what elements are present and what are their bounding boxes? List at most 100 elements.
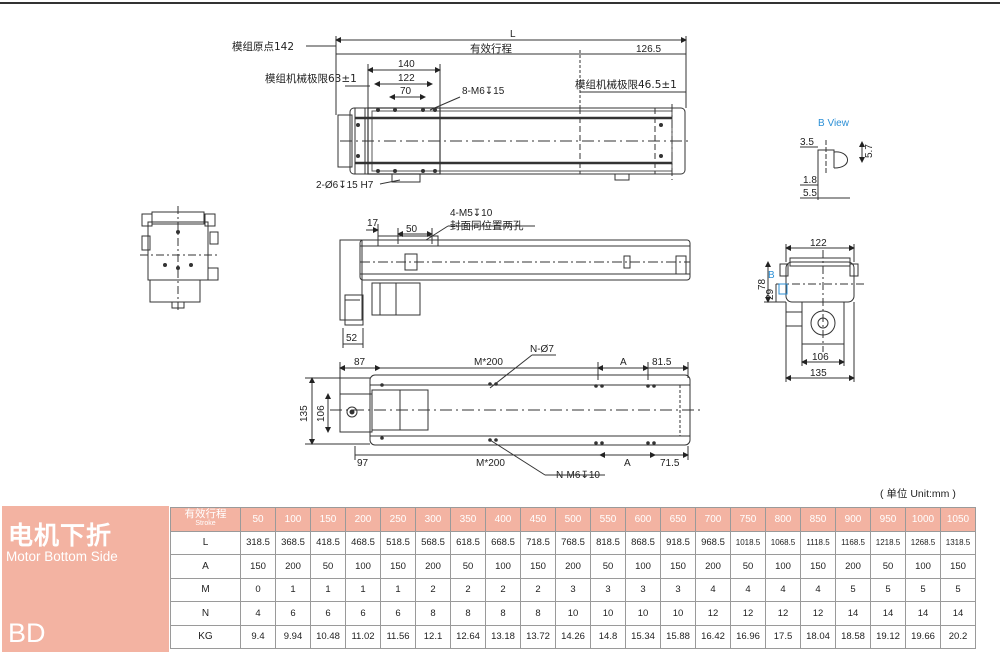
table-cell: 10 [590,601,626,626]
table-cell: 5 [835,577,871,602]
table-cell: 200 [695,554,731,579]
label-78: 78 [757,278,768,290]
bottom-view [330,374,700,446]
table-cell: 19.12 [870,624,906,649]
b-view-detail [817,140,848,175]
stroke-cell: 900 [835,507,871,532]
end-view-right [776,250,866,352]
table-cell: 15.88 [660,624,696,649]
label-effective-stroke: 有效行程 [470,42,512,55]
table-cell: 768.5 [555,530,591,555]
table-cell: 4 [765,577,801,602]
row-label: KG [170,624,241,649]
label-140: 140 [398,59,415,70]
table-cell: 200 [275,554,311,579]
table-cell: 50 [870,554,906,579]
table-cell: 8 [415,601,451,626]
table-cell: 100 [765,554,801,579]
table-cell: 618.5 [450,530,486,555]
drawing-labels: L 有效行程 模组原点142 126.5 140 模组机械极限63±1 122 … [232,29,875,481]
table-cell: 14 [835,601,871,626]
table-cell: 12 [800,601,836,626]
table-cell: 200 [555,554,591,579]
stroke-cell: 1050 [940,507,976,532]
panel-code: BD [8,618,46,648]
table-cell: 9.94 [275,624,311,649]
table-cell: 17.5 [765,624,801,649]
table-cell: 5 [870,577,906,602]
label-pins: 2-Ø6↧15 H7 [316,180,374,191]
table-cell: 11.02 [345,624,381,649]
table-cell: 718.5 [520,530,556,555]
table-cell: 10 [660,601,696,626]
top-view [337,104,690,183]
table-cell: 12 [695,601,731,626]
table-cell: 8 [485,601,521,626]
label-126-5: 126.5 [636,44,661,55]
table-cell: 318.5 [240,530,276,555]
table-cell: 10.48 [310,624,346,649]
label-b-mark: B [768,270,775,281]
table-cell: 150 [240,554,276,579]
label-106-left: 106 [316,405,327,422]
label-5-5: 5.5 [803,188,817,199]
table-cell: 14 [870,601,906,626]
label-A-bottom: A [624,458,631,469]
label-29: 29 [765,288,776,300]
top-rule [0,2,1000,4]
table-cell: 9.4 [240,624,276,649]
front-view [339,235,691,326]
row-label: M [170,577,241,602]
unit-note: ( 单位 Unit:mm ) [880,488,956,500]
label-87: 87 [354,357,366,368]
table-cell: 13.18 [485,624,521,649]
table-cell: 50 [590,554,626,579]
table-cell: 3 [625,577,661,602]
table-cell: 14.8 [590,624,626,649]
table-cell: 18.58 [835,624,871,649]
row-label: A [170,554,241,579]
table-cell: 20.2 [940,624,976,649]
table-cell: 968.5 [695,530,731,555]
table-cell: 16.96 [730,624,766,649]
stroke-cell: 150 [310,507,346,532]
label-m200-top: M*200 [474,357,503,368]
stroke-cell: 250 [380,507,416,532]
table-cell: 50 [450,554,486,579]
label-L: L [510,29,516,40]
stroke-cell: 200 [345,507,381,532]
table-cell: 150 [660,554,696,579]
label-17: 17 [367,218,379,229]
table-cell: 200 [415,554,451,579]
table-cell: 50 [730,554,766,579]
table-cell: 3 [555,577,591,602]
label-106-side: 106 [812,352,829,363]
table-cell: 2 [415,577,451,602]
table-cell: 12 [730,601,766,626]
table-cell: 1268.5 [905,530,941,555]
table-cell: 8 [520,601,556,626]
label-70: 70 [400,86,412,97]
table-cell: 1218.5 [870,530,906,555]
stroke-cell: 650 [660,507,696,532]
stroke-cell: 850 [800,507,836,532]
table-cell: 16.42 [695,624,731,649]
panel-title-cn: 电机下折 [8,521,113,550]
table-cell: 418.5 [310,530,346,555]
stroke-cell: 950 [870,507,906,532]
table-cell: 1 [345,577,381,602]
label-3-5: 3.5 [800,137,814,148]
label-mech-limit-right: 模组机械极限46.5±1 [575,78,677,91]
stroke-cell: 400 [485,507,521,532]
label-holes-8: 8-M6↧15 [462,86,505,97]
table-cell: 5 [905,577,941,602]
table-cell: 1068.5 [765,530,801,555]
table-cell: 2 [450,577,486,602]
table-cell: 150 [520,554,556,579]
